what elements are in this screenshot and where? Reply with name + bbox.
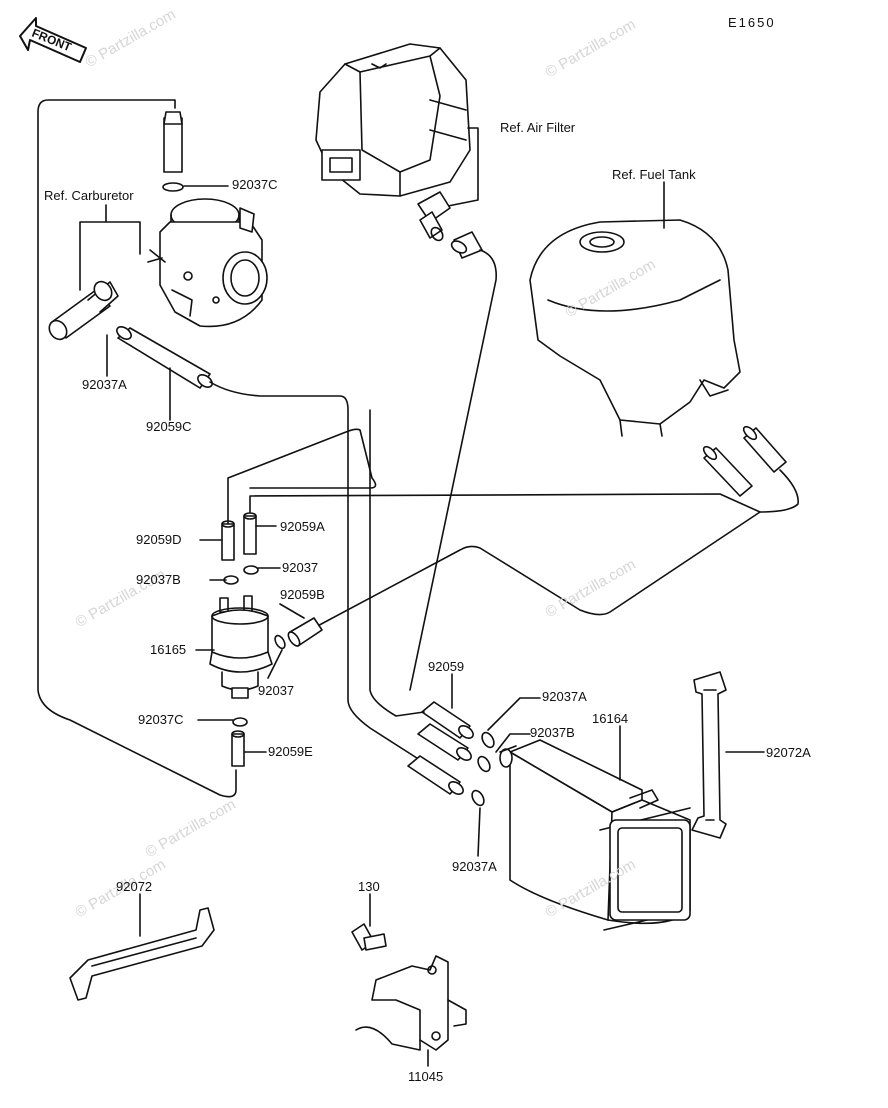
carburetor-side-hose <box>46 278 118 343</box>
bracket-11045 <box>356 956 466 1050</box>
part-label-92037a-bottom: 92037A <box>452 859 497 874</box>
part-label-92059d: 92059D <box>136 532 182 547</box>
clamp-92037c-low <box>233 718 247 726</box>
hose-92059b <box>286 618 322 648</box>
part-label-92059b: 92059B <box>280 587 325 602</box>
bolt-130 <box>352 924 386 950</box>
carburetor-vent-tube <box>163 112 183 191</box>
strap-92072a <box>692 672 726 838</box>
part-label-92072: 92072 <box>116 879 153 894</box>
strap-92072 <box>70 908 214 1000</box>
ref-fuel-tank-label: Ref. Fuel Tank <box>612 167 696 182</box>
air-filter-fitting <box>418 192 450 243</box>
part-label-92037c-top: 92037C <box>232 177 278 192</box>
hose-route-2 <box>370 410 424 716</box>
part-label-92059: 92059 <box>428 659 465 674</box>
ref-carburetor-bracket <box>80 205 140 290</box>
part-label-92037b-right: 92037B <box>530 725 575 740</box>
air-filter-bracket <box>448 128 478 206</box>
hose-route-tank <box>310 470 798 630</box>
fuel-tank-vent-tubes <box>702 425 786 496</box>
part-label-92037b-left: 92037B <box>136 572 181 587</box>
part-label-92059c: 92059C <box>146 419 192 434</box>
hose-route-top-2 <box>250 494 760 512</box>
hose-92059c <box>115 324 215 389</box>
part-label-92059a: 92059A <box>280 519 325 534</box>
part-label-92037c-low: 92037C <box>138 712 184 727</box>
hose-route-air <box>410 250 496 690</box>
vent-hose-left <box>38 100 236 797</box>
part-label-16164: 16164 <box>592 711 629 726</box>
part-label-92037a-left: 92037A <box>82 377 127 392</box>
hoses-92059 <box>408 702 475 797</box>
part-label-92072a: 92072A <box>766 745 811 760</box>
clamp-92037a-bottom <box>470 789 487 808</box>
air-filter-hose-piece <box>450 232 482 258</box>
clamp-92037-mid <box>244 566 258 574</box>
hose-92059e <box>232 731 244 766</box>
part-label-92037a-right: 92037A <box>542 689 587 704</box>
clamp-92037-low <box>273 634 287 650</box>
hose-92059a <box>244 513 256 554</box>
ref-carburetor-label: Ref. Carburetor <box>44 188 134 203</box>
part-label-130: 130 <box>358 879 380 894</box>
part-label-11045: 11045 <box>408 1069 444 1084</box>
fuel-tank <box>530 220 740 436</box>
fuel-pump <box>210 596 272 698</box>
hose-route-1 <box>210 382 420 760</box>
part-label-92059e: 92059E <box>268 744 313 759</box>
hose-route-top <box>228 429 376 524</box>
diagram-code: E1650 <box>728 15 776 30</box>
front-arrow-icon <box>20 18 86 62</box>
air-filter-housing <box>316 44 470 196</box>
clamp-92037b-right <box>476 755 493 774</box>
leader-lines-left <box>196 526 304 752</box>
hose-92059d <box>222 521 234 560</box>
part-label-16165: 16165 <box>150 642 187 657</box>
part-label-92037-mid: 92037 <box>282 560 319 575</box>
leader-canister-clamps <box>478 698 540 856</box>
clamp-92037a-right <box>480 731 497 750</box>
canister <box>500 740 690 930</box>
ref-air-filter-label: Ref. Air Filter <box>500 120 576 135</box>
part-label-92037-low: 92037 <box>258 683 295 698</box>
carburetor <box>148 199 267 326</box>
